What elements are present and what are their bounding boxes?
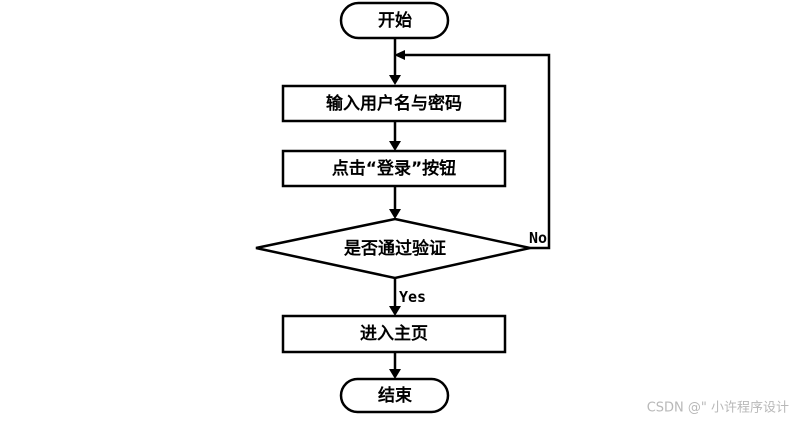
arrowhead-into-verify <box>389 209 401 219</box>
connector-no-loop <box>403 53 551 250</box>
start-terminal <box>339 1 450 40</box>
start-label: 开始 <box>378 10 412 31</box>
yes-edge-label: Yes <box>399 288 426 306</box>
arrowhead-into-click <box>389 141 401 151</box>
end-label: 结束 <box>378 385 412 406</box>
arrowhead-into-home <box>389 306 401 316</box>
click-login-box <box>281 149 507 188</box>
csdn-watermark: CSDN @" 小许程序设计 <box>647 401 789 416</box>
click-login-label: 点击“登录”按钮 <box>332 158 456 179</box>
verify-decision-diamond <box>255 217 531 280</box>
no-edge-label: No <box>529 229 547 247</box>
end-terminal <box>339 377 450 414</box>
enter-home-box <box>281 314 507 354</box>
verify-decision-label: 是否通过验证 <box>344 238 446 259</box>
arrowhead-into-input <box>389 75 401 85</box>
arrowhead-into-end <box>389 369 401 379</box>
input-credentials-label: 输入用户名与密码 <box>326 93 462 114</box>
arrowhead-no-loop <box>394 50 405 60</box>
enter-home-label: 进入主页 <box>360 323 428 344</box>
input-credentials-box <box>281 84 507 123</box>
